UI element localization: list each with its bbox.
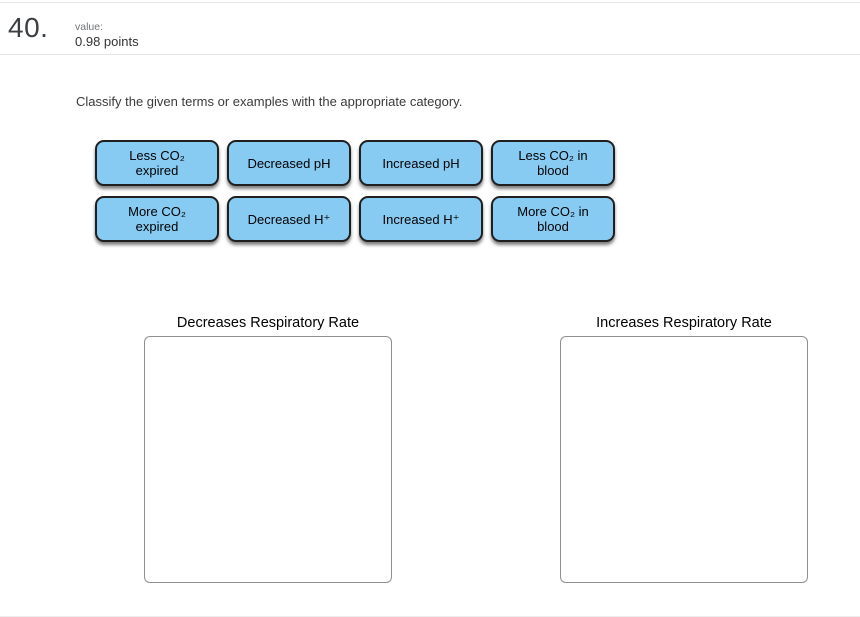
drag-chip-less-co2-in-blood[interactable]: Less CO₂ in blood (491, 140, 615, 186)
drag-chip-decreased-ph[interactable]: Decreased pH (227, 140, 351, 186)
chip-bank: Less CO₂ expired Decreased pH Increased … (95, 140, 615, 242)
question-header: 40. value: 0.98 points (0, 3, 860, 55)
value-block: value: 0.98 points (75, 21, 139, 50)
category-label-decreases: Decreases Respiratory Rate (176, 315, 360, 331)
value-label: value: (75, 21, 104, 33)
category-decreases: Decreases Respiratory Rate (144, 315, 392, 583)
drag-chip-increased-ph[interactable]: Increased pH (359, 140, 483, 186)
drag-chip-decreased-h[interactable]: Decreased H⁺ (227, 196, 351, 242)
instruction-text: Classify the given terms or examples wit… (76, 94, 463, 109)
points-value: 0.98 points (75, 34, 139, 49)
drop-zone-increases[interactable] (560, 336, 808, 583)
top-divider (0, 2, 860, 3)
drag-chip-more-co2-in-blood[interactable]: More CO₂ in blood (491, 196, 615, 242)
drag-chip-more-co2-expired[interactable]: More CO₂ expired (95, 196, 219, 242)
drop-zone-decreases[interactable] (144, 336, 392, 583)
question-number: 40. (8, 12, 49, 43)
category-label-increases: Increases Respiratory Rate (596, 315, 772, 331)
drag-chip-increased-h[interactable]: Increased H⁺ (359, 196, 483, 242)
category-increases: Increases Respiratory Rate (560, 315, 808, 583)
drag-chip-less-co2-expired[interactable]: Less CO₂ expired (95, 140, 219, 186)
